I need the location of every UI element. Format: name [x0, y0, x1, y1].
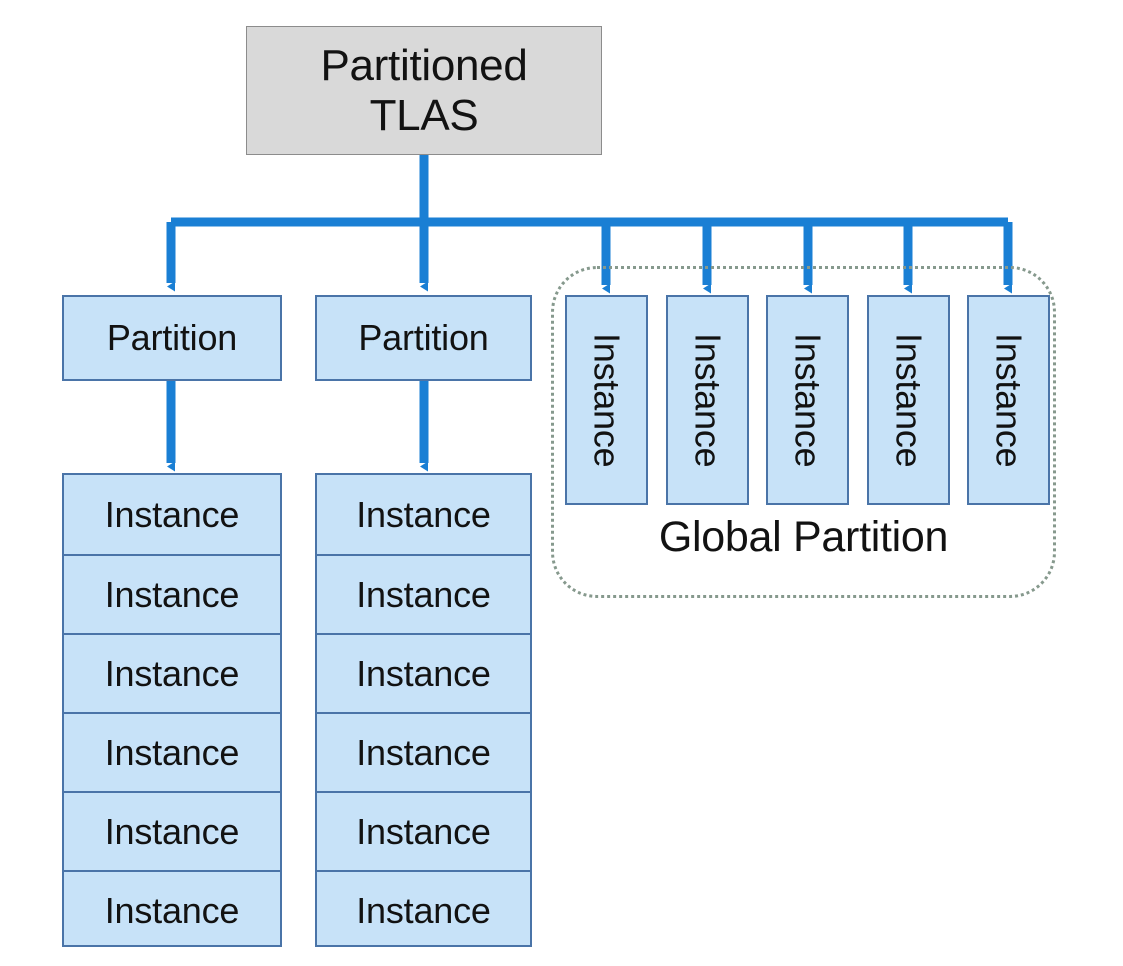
- partition-node-2[interactable]: Partition: [315, 295, 532, 381]
- instance-label: Instance: [687, 332, 729, 468]
- instance-cell[interactable]: Instance: [317, 633, 530, 712]
- instance-label: Instance: [104, 652, 240, 694]
- instance-cell[interactable]: Instance: [64, 870, 280, 949]
- instance-label: Instance: [356, 810, 491, 852]
- instance-label: Instance: [104, 493, 240, 535]
- instance-cell[interactable]: Instance: [317, 475, 530, 554]
- partitioned-tlas-node[interactable]: Partitioned TLAS: [246, 26, 602, 155]
- instance-label: Instance: [104, 573, 240, 615]
- instance-cell[interactable]: Instance: [64, 712, 280, 791]
- partitioned-tlas-label-line1: Partitioned: [320, 41, 528, 91]
- global-instance-node-1[interactable]: Instance: [565, 295, 648, 505]
- instance-label: Instance: [888, 332, 930, 468]
- instance-label: Instance: [104, 810, 240, 852]
- instance-label: Instance: [356, 493, 491, 535]
- instance-label: Instance: [988, 332, 1030, 468]
- instance-label: Instance: [356, 889, 491, 931]
- instance-label: Instance: [356, 731, 491, 773]
- global-instance-node-5[interactable]: Instance: [967, 295, 1050, 505]
- instance-label: Instance: [104, 889, 240, 931]
- partition-node-1-label: Partition: [106, 316, 238, 358]
- instance-cell[interactable]: Instance: [64, 475, 280, 554]
- instance-cell[interactable]: Instance: [64, 633, 280, 712]
- instance-cell[interactable]: Instance: [64, 554, 280, 633]
- global-partition-group: [551, 266, 1056, 598]
- partition-node-1[interactable]: Partition: [62, 295, 282, 381]
- global-instance-node-3[interactable]: Instance: [766, 295, 849, 505]
- instance-label: Instance: [356, 652, 491, 694]
- global-partition-label: Global Partition: [658, 513, 949, 561]
- instance-label: Instance: [586, 332, 628, 468]
- instance-label: Instance: [356, 573, 491, 615]
- instance-cell[interactable]: Instance: [317, 712, 530, 791]
- instance-label: Instance: [104, 731, 240, 773]
- partitioned-tlas-label-line2: TLAS: [369, 90, 479, 140]
- instance-label: Instance: [787, 332, 829, 468]
- partition-1-instance-stack: Instance Instance Instance Instance Inst…: [62, 473, 282, 947]
- partition-2-instance-stack: Instance Instance Instance Instance Inst…: [315, 473, 532, 947]
- instance-cell[interactable]: Instance: [317, 870, 530, 949]
- global-instance-node-4[interactable]: Instance: [867, 295, 950, 505]
- instance-cell[interactable]: Instance: [317, 791, 530, 870]
- partition-node-2-label: Partition: [358, 316, 489, 358]
- instance-cell[interactable]: Instance: [64, 791, 280, 870]
- instance-cell[interactable]: Instance: [317, 554, 530, 633]
- global-instance-node-2[interactable]: Instance: [666, 295, 749, 505]
